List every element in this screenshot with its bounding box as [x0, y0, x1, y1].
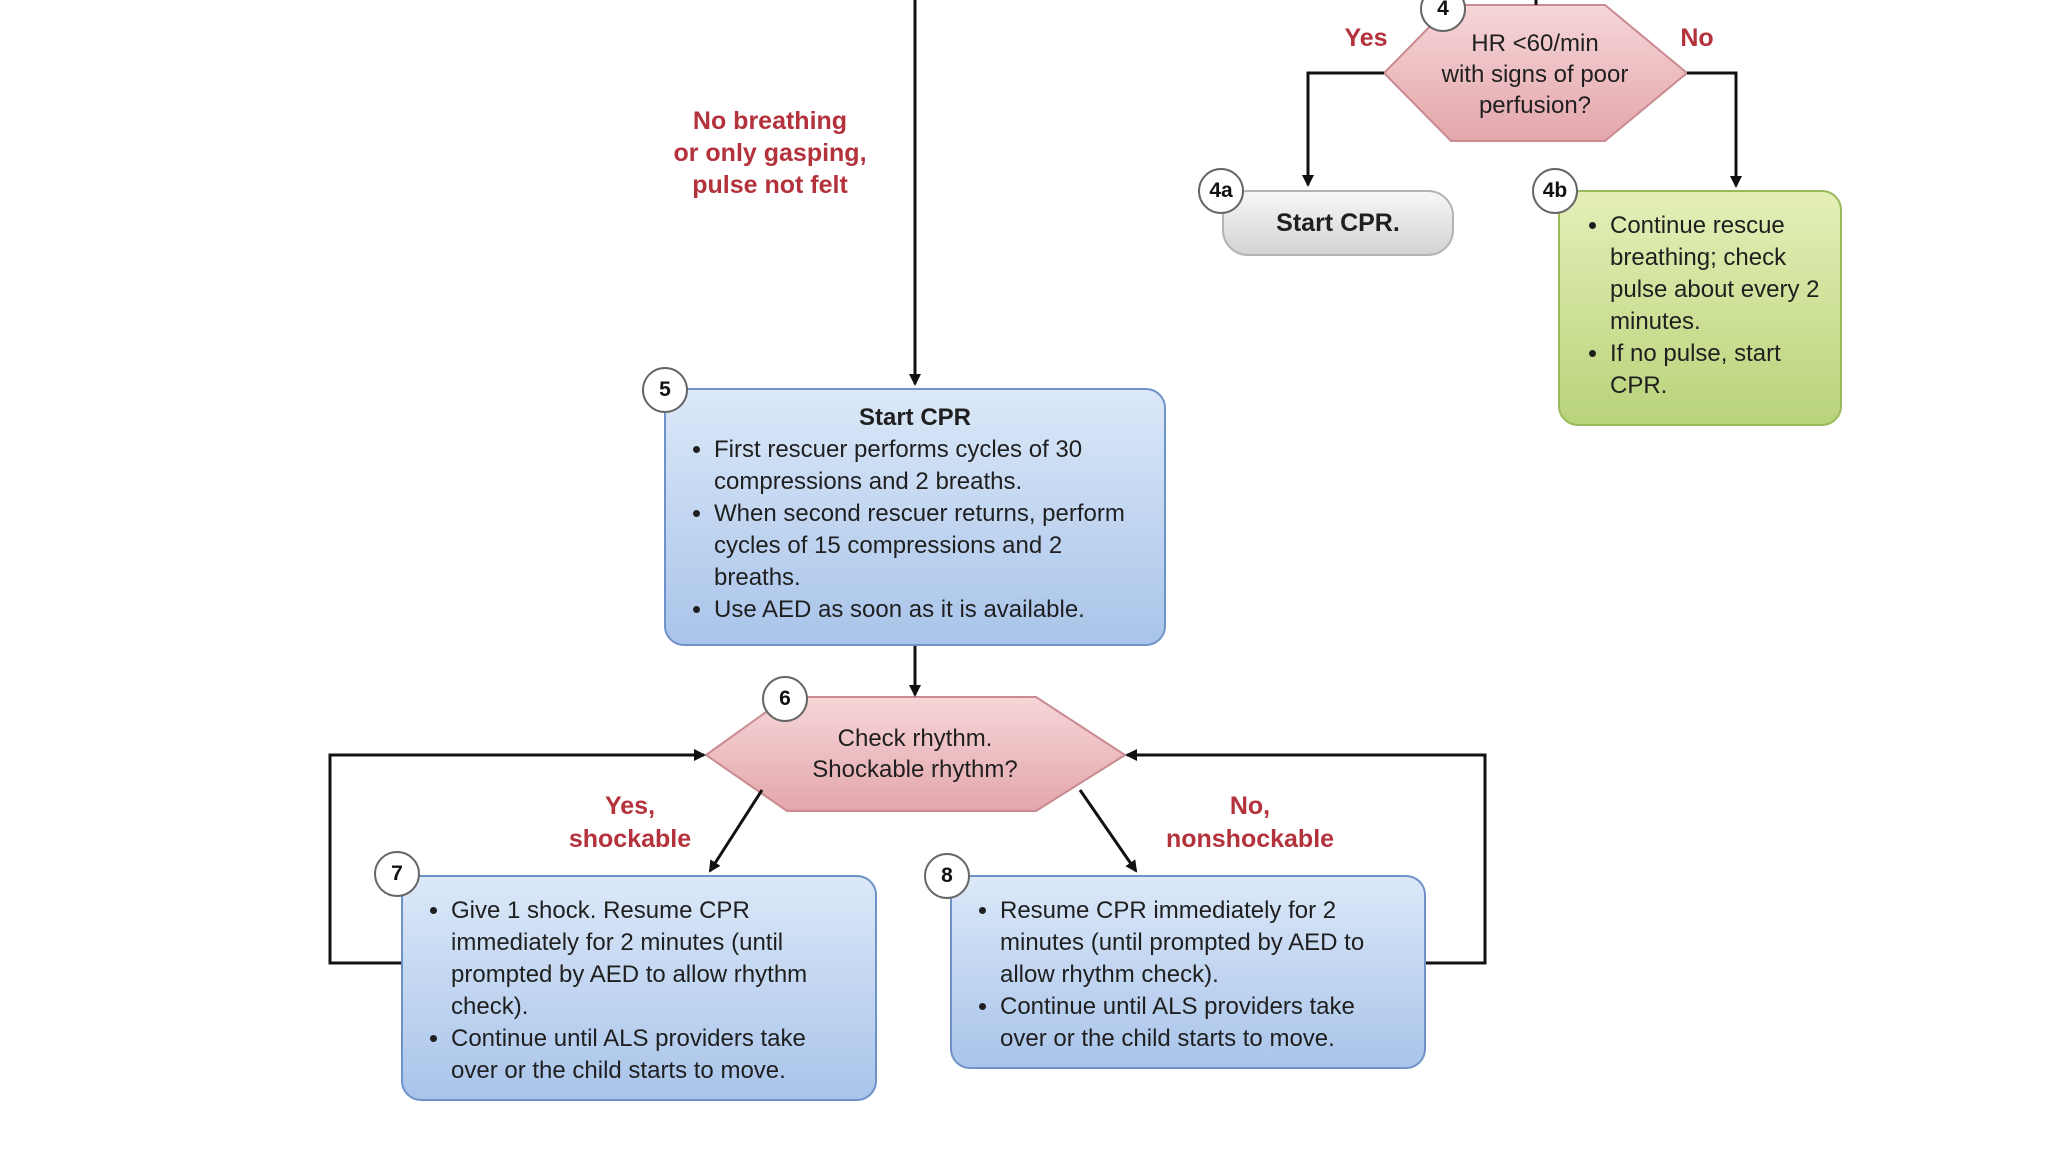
decision6-yes-line-1: Yes,	[604, 792, 656, 820]
decision6-shape	[704, 696, 1127, 812]
node4a: Start CPR.	[1222, 190, 1454, 256]
node4a-text: Start CPR.	[1276, 208, 1400, 237]
node4b: Continue rescue breathing; check pulse a…	[1558, 190, 1842, 426]
decision4-line-1: HR <60/min	[1471, 29, 1599, 57]
arrow-decision6-no	[1078, 789, 1138, 873]
node4b-bullet-2: If no pulse, start CPR.	[1610, 338, 1826, 402]
entry-condition-label: No breathing or only gasping, pulse not …	[640, 105, 900, 201]
decision6-no-line-2: nonshockable	[1165, 825, 1335, 853]
decision6-line-1: Check rhythm.	[837, 725, 993, 752]
loop-node8-to-decision6	[1125, 749, 1487, 965]
node8-bullet-2: Continue until ALS providers take over o…	[1000, 991, 1408, 1055]
decision6-yes-label: Yes, shockable	[540, 790, 720, 856]
entry-label-line-1: No breathing	[692, 107, 848, 135]
arrow-decision4-yes	[1302, 71, 1384, 187]
decision6-number-badge: 6	[762, 676, 808, 722]
entry-label-line-2: or only gasping,	[673, 139, 867, 167]
node5-bullet-2: When second rescuer returns, perform cyc…	[714, 498, 1146, 594]
node5-bullet-1: First rescuer performs cycles of 30 comp…	[714, 434, 1146, 498]
arrow-decision6-yes	[708, 789, 764, 873]
entry-label-line-3: pulse not felt	[692, 171, 848, 199]
node4a-number-badge: 4a	[1198, 168, 1244, 214]
node8-bullet-1: Resume CPR immediately for 2 minutes (un…	[1000, 895, 1408, 991]
decision4: HR <60/min with signs of poor perfusion?	[1400, 8, 1670, 140]
node8-number-badge: 8	[924, 853, 970, 899]
decision6-line-2: Shockable rhythm?	[812, 756, 1018, 783]
node5-title: Start CPR	[858, 404, 972, 431]
decision6-no-line-1: No,	[1229, 792, 1271, 820]
loop-node7-to-decision6	[328, 749, 706, 965]
decision4-line-3: perfusion?	[1478, 91, 1592, 119]
decision6: Check rhythm. Shockable rhythm?	[740, 704, 1090, 804]
node7-bullet-2: Continue until ALS providers take over o…	[451, 1023, 857, 1087]
node5-number-badge: 5	[642, 367, 688, 413]
node7: Give 1 shock. Resume CPR immediately for…	[401, 875, 877, 1101]
decision6-no-label: No, nonshockable	[1140, 790, 1360, 856]
node7-number-badge: 7	[374, 851, 420, 897]
decision4-yes-label: Yes	[1344, 24, 1388, 52]
decision4-no-label: No	[1680, 24, 1714, 52]
node4b-bullet-1: Continue rescue breathing; check pulse a…	[1610, 210, 1826, 338]
node5-bullet-3: Use AED as soon as it is available.	[714, 594, 1146, 626]
node4b-number-badge: 4b	[1532, 168, 1578, 214]
decision6-yes-line-2: shockable	[568, 825, 692, 853]
node8: Resume CPR immediately for 2 minutes (un…	[950, 875, 1426, 1069]
decision4-line-2: with signs of poor	[1441, 60, 1629, 88]
node5: Start CPR First rescuer performs cycles …	[664, 388, 1166, 646]
node7-bullet-1: Give 1 shock. Resume CPR immediately for…	[451, 895, 857, 1023]
arrow-decision4-no	[1687, 71, 1742, 188]
